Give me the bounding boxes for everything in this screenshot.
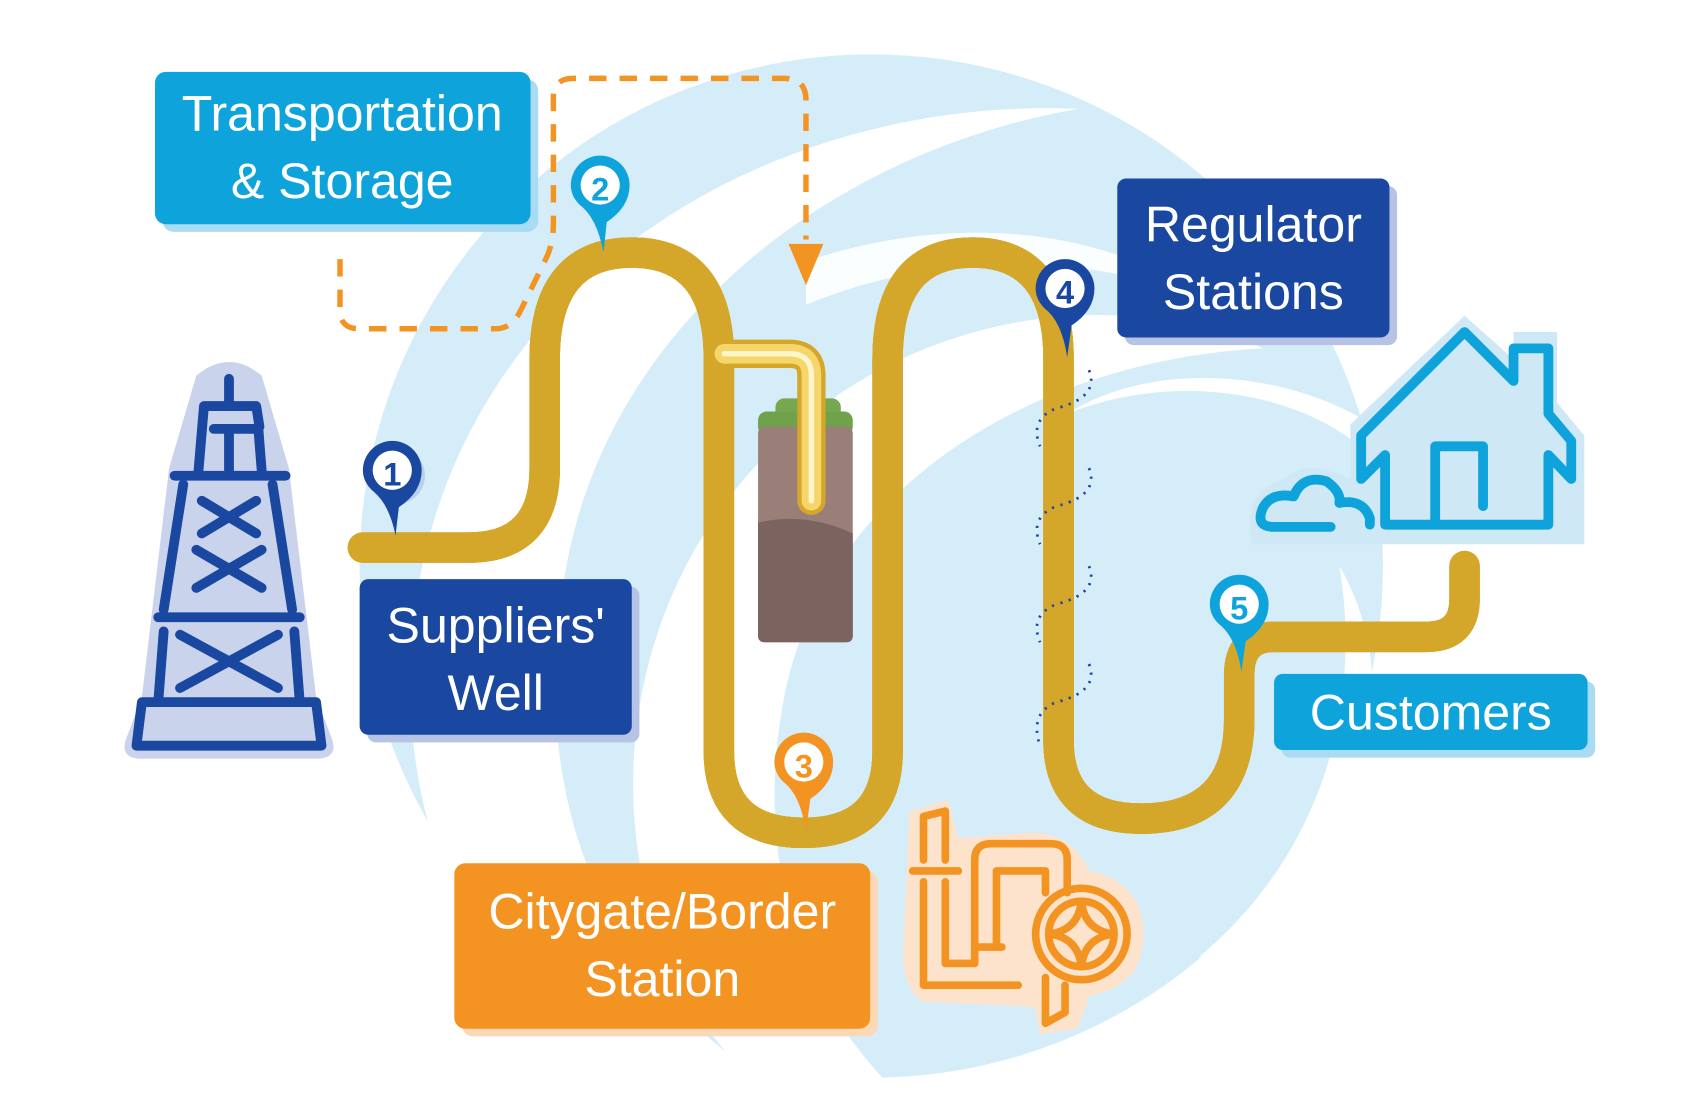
label-line-1: Regulator (1145, 197, 1362, 253)
label-transportation-storage[interactable]: Transportation & Storage (154, 71, 539, 232)
step-number-1: 1 (383, 456, 401, 493)
step-marker-5[interactable]: 5 (1209, 574, 1269, 672)
label-line-1: Citygate/Border (488, 884, 836, 940)
label-line-1: Customers (1310, 684, 1552, 740)
label-customers[interactable]: Customers (1274, 673, 1596, 758)
step-marker-4[interactable]: 4 (1035, 259, 1095, 358)
step-number-3: 3 (795, 747, 813, 784)
valve-pipes-icon (902, 800, 1144, 1035)
house-icon (1250, 315, 1585, 545)
label-suppliers-well[interactable]: Suppliers' Well (359, 579, 640, 743)
label-citygate-border-station[interactable]: Citygate/Border Station (454, 863, 878, 1037)
step-marker-3[interactable]: 3 (774, 732, 834, 832)
step-number-5: 5 (1230, 589, 1248, 626)
down-arrow-icon (788, 243, 824, 286)
label-line-2: Well (447, 665, 543, 721)
label-line-1: Suppliers' (387, 597, 605, 653)
step-number-2: 2 (591, 170, 609, 207)
label-line-2: Station (584, 951, 740, 1007)
oil-derrick-icon (124, 361, 334, 759)
label-line-2: Stations (1163, 264, 1344, 320)
step-marker-2[interactable]: 2 (570, 155, 630, 253)
step-marker-1[interactable]: 1 (362, 440, 425, 536)
label-line-2: & Storage (231, 153, 454, 209)
storage-route-dashed (337, 75, 809, 332)
gas-pipeline (363, 253, 1465, 849)
step-number-4: 4 (1056, 274, 1074, 311)
label-regulator-stations[interactable]: Regulator Stations (1117, 178, 1398, 346)
label-line-1: Transportation (182, 86, 503, 142)
